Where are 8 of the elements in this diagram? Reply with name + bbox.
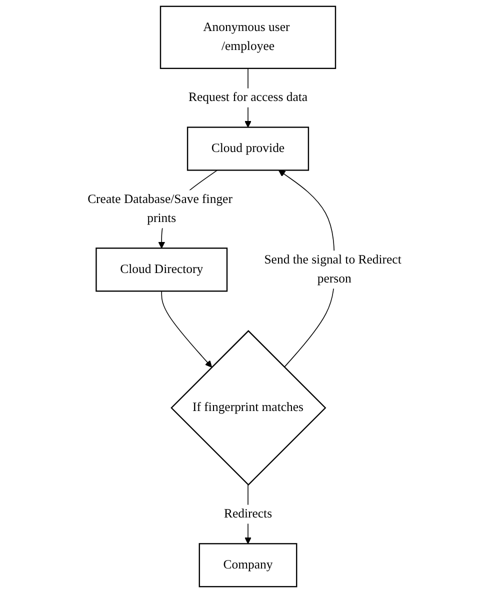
edge-label: Redirects [224,504,272,524]
arrow [161,290,212,368]
process-box: Cloud provide [186,126,310,171]
decision-diamond: If fingerprint matches [170,330,326,486]
process-box: Cloud Directory [96,248,228,292]
process-box: Company [198,543,298,588]
process-box: Anonymous user /employee [160,6,336,69]
edge-label: Request for access data [188,88,308,108]
